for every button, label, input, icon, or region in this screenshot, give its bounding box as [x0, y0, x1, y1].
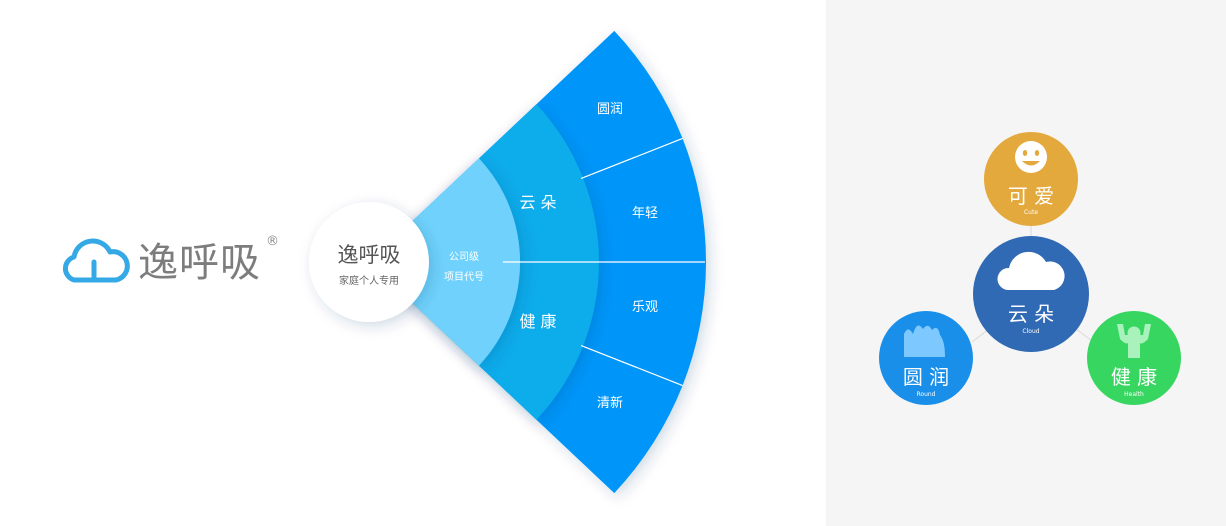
fan-diagram: 逸呼吸 家庭个人专用 公司级 项目代号 云 朵 健 康 圆润 年轻 乐观 清新 — [309, 30, 707, 494]
node-cute-sub: Cute — [1024, 209, 1038, 216]
fan-divider-lower — [580, 345, 683, 387]
fan-center-circle — [309, 202, 429, 322]
node-health: 健 康 Health — [1087, 311, 1181, 405]
ring2-label-bottom: 健 康 — [519, 312, 556, 331]
fan-ring-inner — [369, 158, 521, 366]
registered-mark: ® — [266, 234, 279, 249]
fan-center-subtitle: 家庭个人专用 — [339, 274, 399, 287]
node-round-title: 圆 润 — [903, 365, 949, 389]
round-shape-icon — [904, 325, 945, 357]
ring1-label-1: 公司级 — [449, 251, 479, 263]
ring3-label-3: 乐观 — [632, 300, 658, 315]
node-cute: 可 爱 Cute — [984, 132, 1078, 226]
ring3-label-4: 清新 — [597, 395, 623, 411]
cloud-icon — [997, 251, 1065, 290]
node-cloud-title: 云 朵 — [1008, 302, 1054, 326]
ring3-label-2: 年轻 — [632, 206, 658, 221]
brand-name: 逸呼吸 — [138, 240, 261, 286]
node-round: 圆 润 Round — [879, 311, 973, 405]
node-round-sub: Round — [917, 391, 936, 398]
concept-map: 可 爱 Cute 云 朵 Cloud 圆 润 Round 健 康 Health — [879, 132, 1181, 405]
fan-center-title: 逸呼吸 — [338, 243, 401, 267]
ring3-label-1: 圆润 — [597, 102, 623, 117]
brand-logo: 逸呼吸 — [58, 236, 261, 290]
node-cute-title: 可 爱 — [1008, 184, 1054, 208]
node-cloud: 云 朵 Cloud — [973, 236, 1089, 352]
fan-divider-upper — [580, 137, 683, 179]
strong-person-icon — [1117, 324, 1151, 358]
smiley-icon — [1015, 141, 1047, 173]
node-health-sub: Health — [1124, 391, 1144, 398]
cloud-logo-icon — [58, 236, 130, 290]
ring2-label-top: 云 朵 — [519, 193, 556, 212]
node-cloud-sub: Cloud — [1022, 328, 1039, 335]
ring1-label-2: 项目代号 — [444, 271, 484, 283]
node-health-title: 健 康 — [1111, 365, 1157, 389]
